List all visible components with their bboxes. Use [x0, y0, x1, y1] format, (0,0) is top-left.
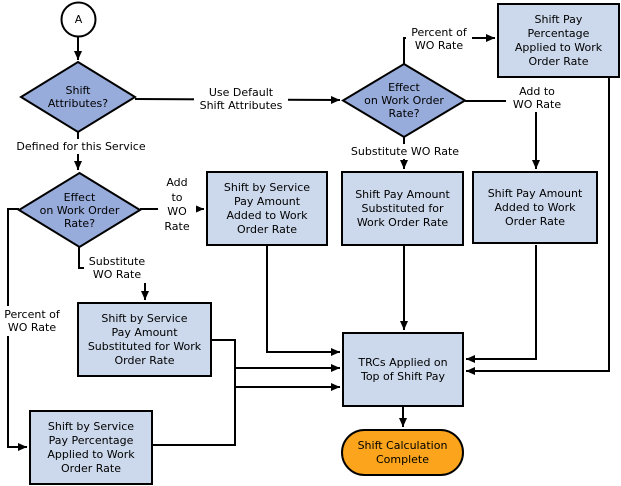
trcs-applied-box-shape	[342, 332, 464, 407]
shift-attributes-diamond-shape	[19, 60, 137, 134]
edge-left-merge-vertical	[152, 339, 236, 446]
connector-a-shape	[60, 1, 97, 38]
shift-pay-amount-substituted-box-shape	[341, 171, 464, 246]
edge-label-substitute-wo-rate-left: Substitute WO Rate	[84, 253, 150, 283]
edge-label-percent-of-wo-rate-left: Percent of WO Rate	[0, 306, 64, 336]
effect-on-wo-rate-right-diamond-shape	[341, 62, 467, 139]
edge-label-defined-for-this-service: Defined for this Service	[10, 139, 152, 154]
edge-label-add-to-wo-rate-right: Add to WO Rate	[506, 83, 568, 112]
shift-by-service-amount-substituted-box-shape	[77, 302, 212, 377]
edge-label-percent-of-wo-rate-right: Percent of WO Rate	[406, 24, 472, 54]
edge-label-substitute-wo-rate-right: Substitute WO Rate	[346, 144, 464, 159]
shift-pay-amount-added-box-shape	[472, 171, 598, 244]
edge-pct-applied-to-trcs	[466, 77, 610, 375]
shift-by-service-amount-added-box-shape	[206, 171, 328, 246]
edge-amount-added-to-trcs	[466, 245, 537, 363]
edge-label-use-default-shift-attributes: Use Default Shift Attributes	[194, 84, 288, 114]
shift-by-service-pct-applied-box-shape	[29, 410, 153, 485]
shift-calculation-complete-shape	[341, 429, 464, 476]
effect-on-wo-rate-left-diamond-shape	[17, 171, 142, 249]
edge-label-add-to-wo-rate-left: Add to WO Rate	[158, 176, 196, 234]
shift-pay-pct-applied-box-shape	[497, 3, 620, 78]
edge-svc-amount-added-to-trcs	[266, 245, 340, 356]
shapes-group	[17, 1, 620, 485]
